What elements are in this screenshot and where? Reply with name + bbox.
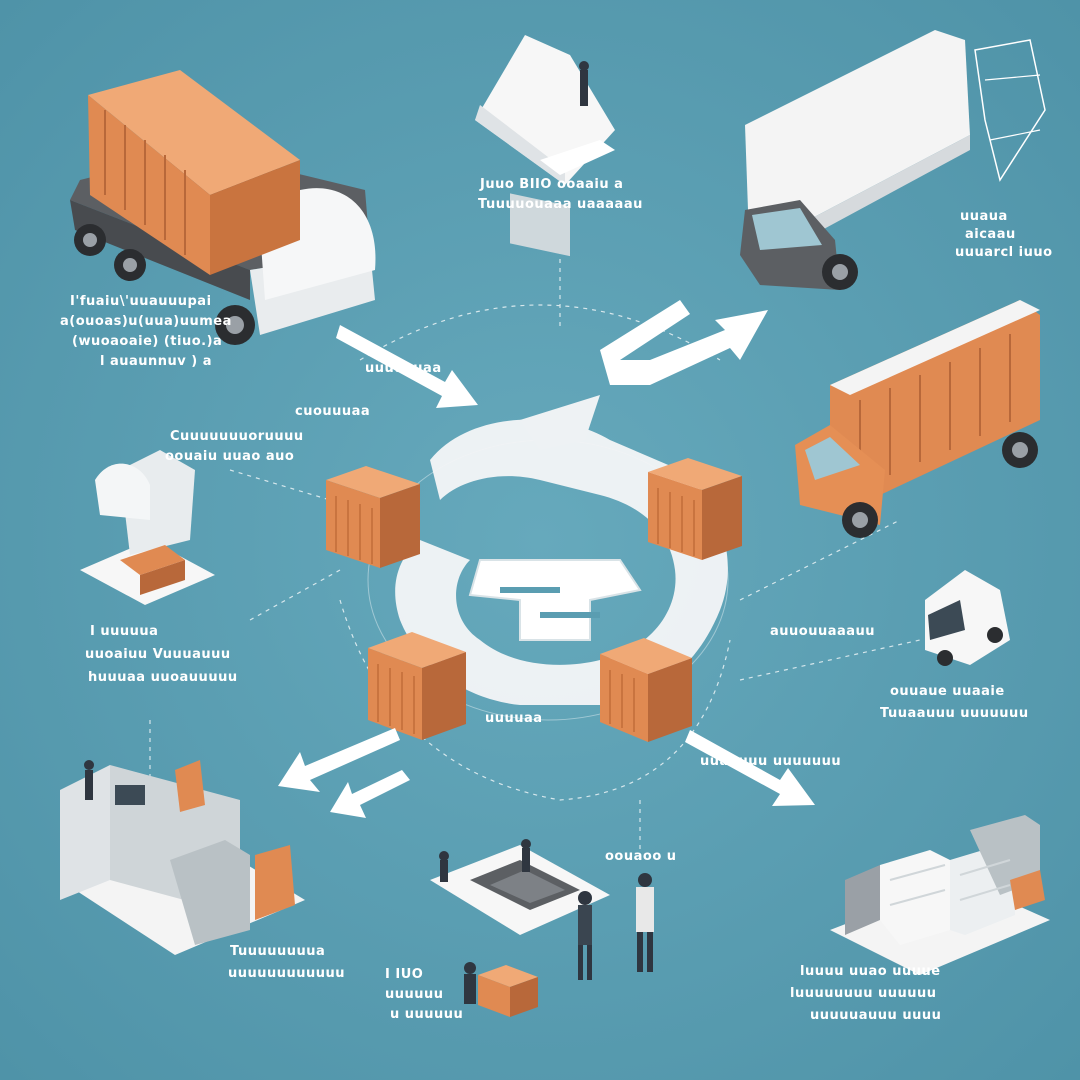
direction-arrow-icon [336,325,478,408]
label-center-upper: cuouuuaa [295,404,370,419]
label-cargo-truck-1: I'fuaiu\'uuauuupai [70,294,212,309]
delivery-van-icon [475,35,615,257]
storage-racks-icon [830,815,1050,975]
label-hub-small: uuuuaa [485,711,543,726]
parcel-cube-icon [326,466,420,568]
label-box-truck-1: uuaua [960,209,1008,224]
hub-swirl-outer [395,419,728,705]
worker-figure-icon [578,891,592,980]
printer-station-icon [80,450,215,605]
label-conveyor: oouaoo u [605,849,677,864]
label-storage-3: uuuuuauuu uuuu [810,1008,941,1023]
label-warehouse-2: uuuuuuuuuuuu [228,966,345,981]
parcel-cube-icon [600,638,692,742]
warehouse-office-icon [60,760,305,955]
label-bottom-center-3: u uuuuuu [390,1007,463,1022]
worker-figure-icon [464,962,476,1004]
direction-arrow-icon [600,300,768,385]
hub-swirl-inner [468,559,642,641]
wireframe-lift-icon [974,39,1046,182]
label-box-truck-2: aicaau [965,227,1016,242]
label-printer-2: oouaiu uuao auo [165,449,294,464]
hub-stairs [520,395,600,450]
label-bottom-center-1: I IUO [385,967,423,982]
connector-orange-truck [739,519,901,601]
label-right-mid-2: Tuuaauuu uuuuuuu [880,706,1029,721]
label-right-mid-1: ouuaue uuaaie [890,684,1005,699]
label-storage-1: luuuu uuao uuuue [800,964,941,979]
cargo-truck-icon [70,70,376,345]
label-cargo-truck-2: a(ouoas)u(uua)uumea [60,314,232,329]
connector-bottom-arc [339,599,731,801]
label-small-van: auuouuaaauu [770,624,875,639]
parcel-cube-icon [648,458,742,560]
label-left-mid-2: uuoaiuu Vuuuauuu [85,647,231,662]
label-storage-2: luuuuuuuu uuuuuu [790,986,937,1001]
hub-swirl-cut [500,587,600,618]
central-hub [367,395,729,721]
dashed-connectors [149,250,921,850]
small-van-icon [925,570,1010,666]
label-delivery-van-2: Tuuuuouaaa uaaaaau [478,197,643,212]
label-warehouse-1: Tuuuuuuuua [230,944,325,959]
worker-figure-icon [636,873,654,972]
direction-arrow-icon [278,728,410,818]
scribble-labels: I'fuaiu\'uuauuupai a(ouoas)u(uua)uumea (… [60,177,1053,1023]
label-box-truck-3: uuuarcl iuuo [955,245,1053,260]
connector-top-arc [359,304,721,361]
label-center-left: uuuuauaa [365,361,442,376]
parcel-cube-icon [478,965,538,1017]
parcel-cube-icon [368,632,466,740]
label-delivery-van-1: Juuo BIIO ooaaiu a [479,177,623,192]
label-left-mid-1: I uuuuua [90,624,158,639]
label-cargo-truck-3: (wuoaoaie) (tiuo.)a [72,334,222,349]
orange-box-truck-icon [795,300,1040,538]
label-cargo-truck-4: l auaunnuv ) a [100,354,212,369]
label-arrow-right: uuauuuu uuuuuuu [700,754,841,769]
label-printer-1: Cuuuuuuuoruuuu [170,429,304,444]
label-bottom-center-2: uuuuuu [385,987,444,1002]
conveyor-platform-icon [430,839,610,935]
connector-small-van [739,639,921,681]
box-truck-icon [740,30,1046,290]
label-left-mid-3: huuuaa uuoauuuuu [88,670,238,685]
direction-arrow-icon [685,730,815,806]
